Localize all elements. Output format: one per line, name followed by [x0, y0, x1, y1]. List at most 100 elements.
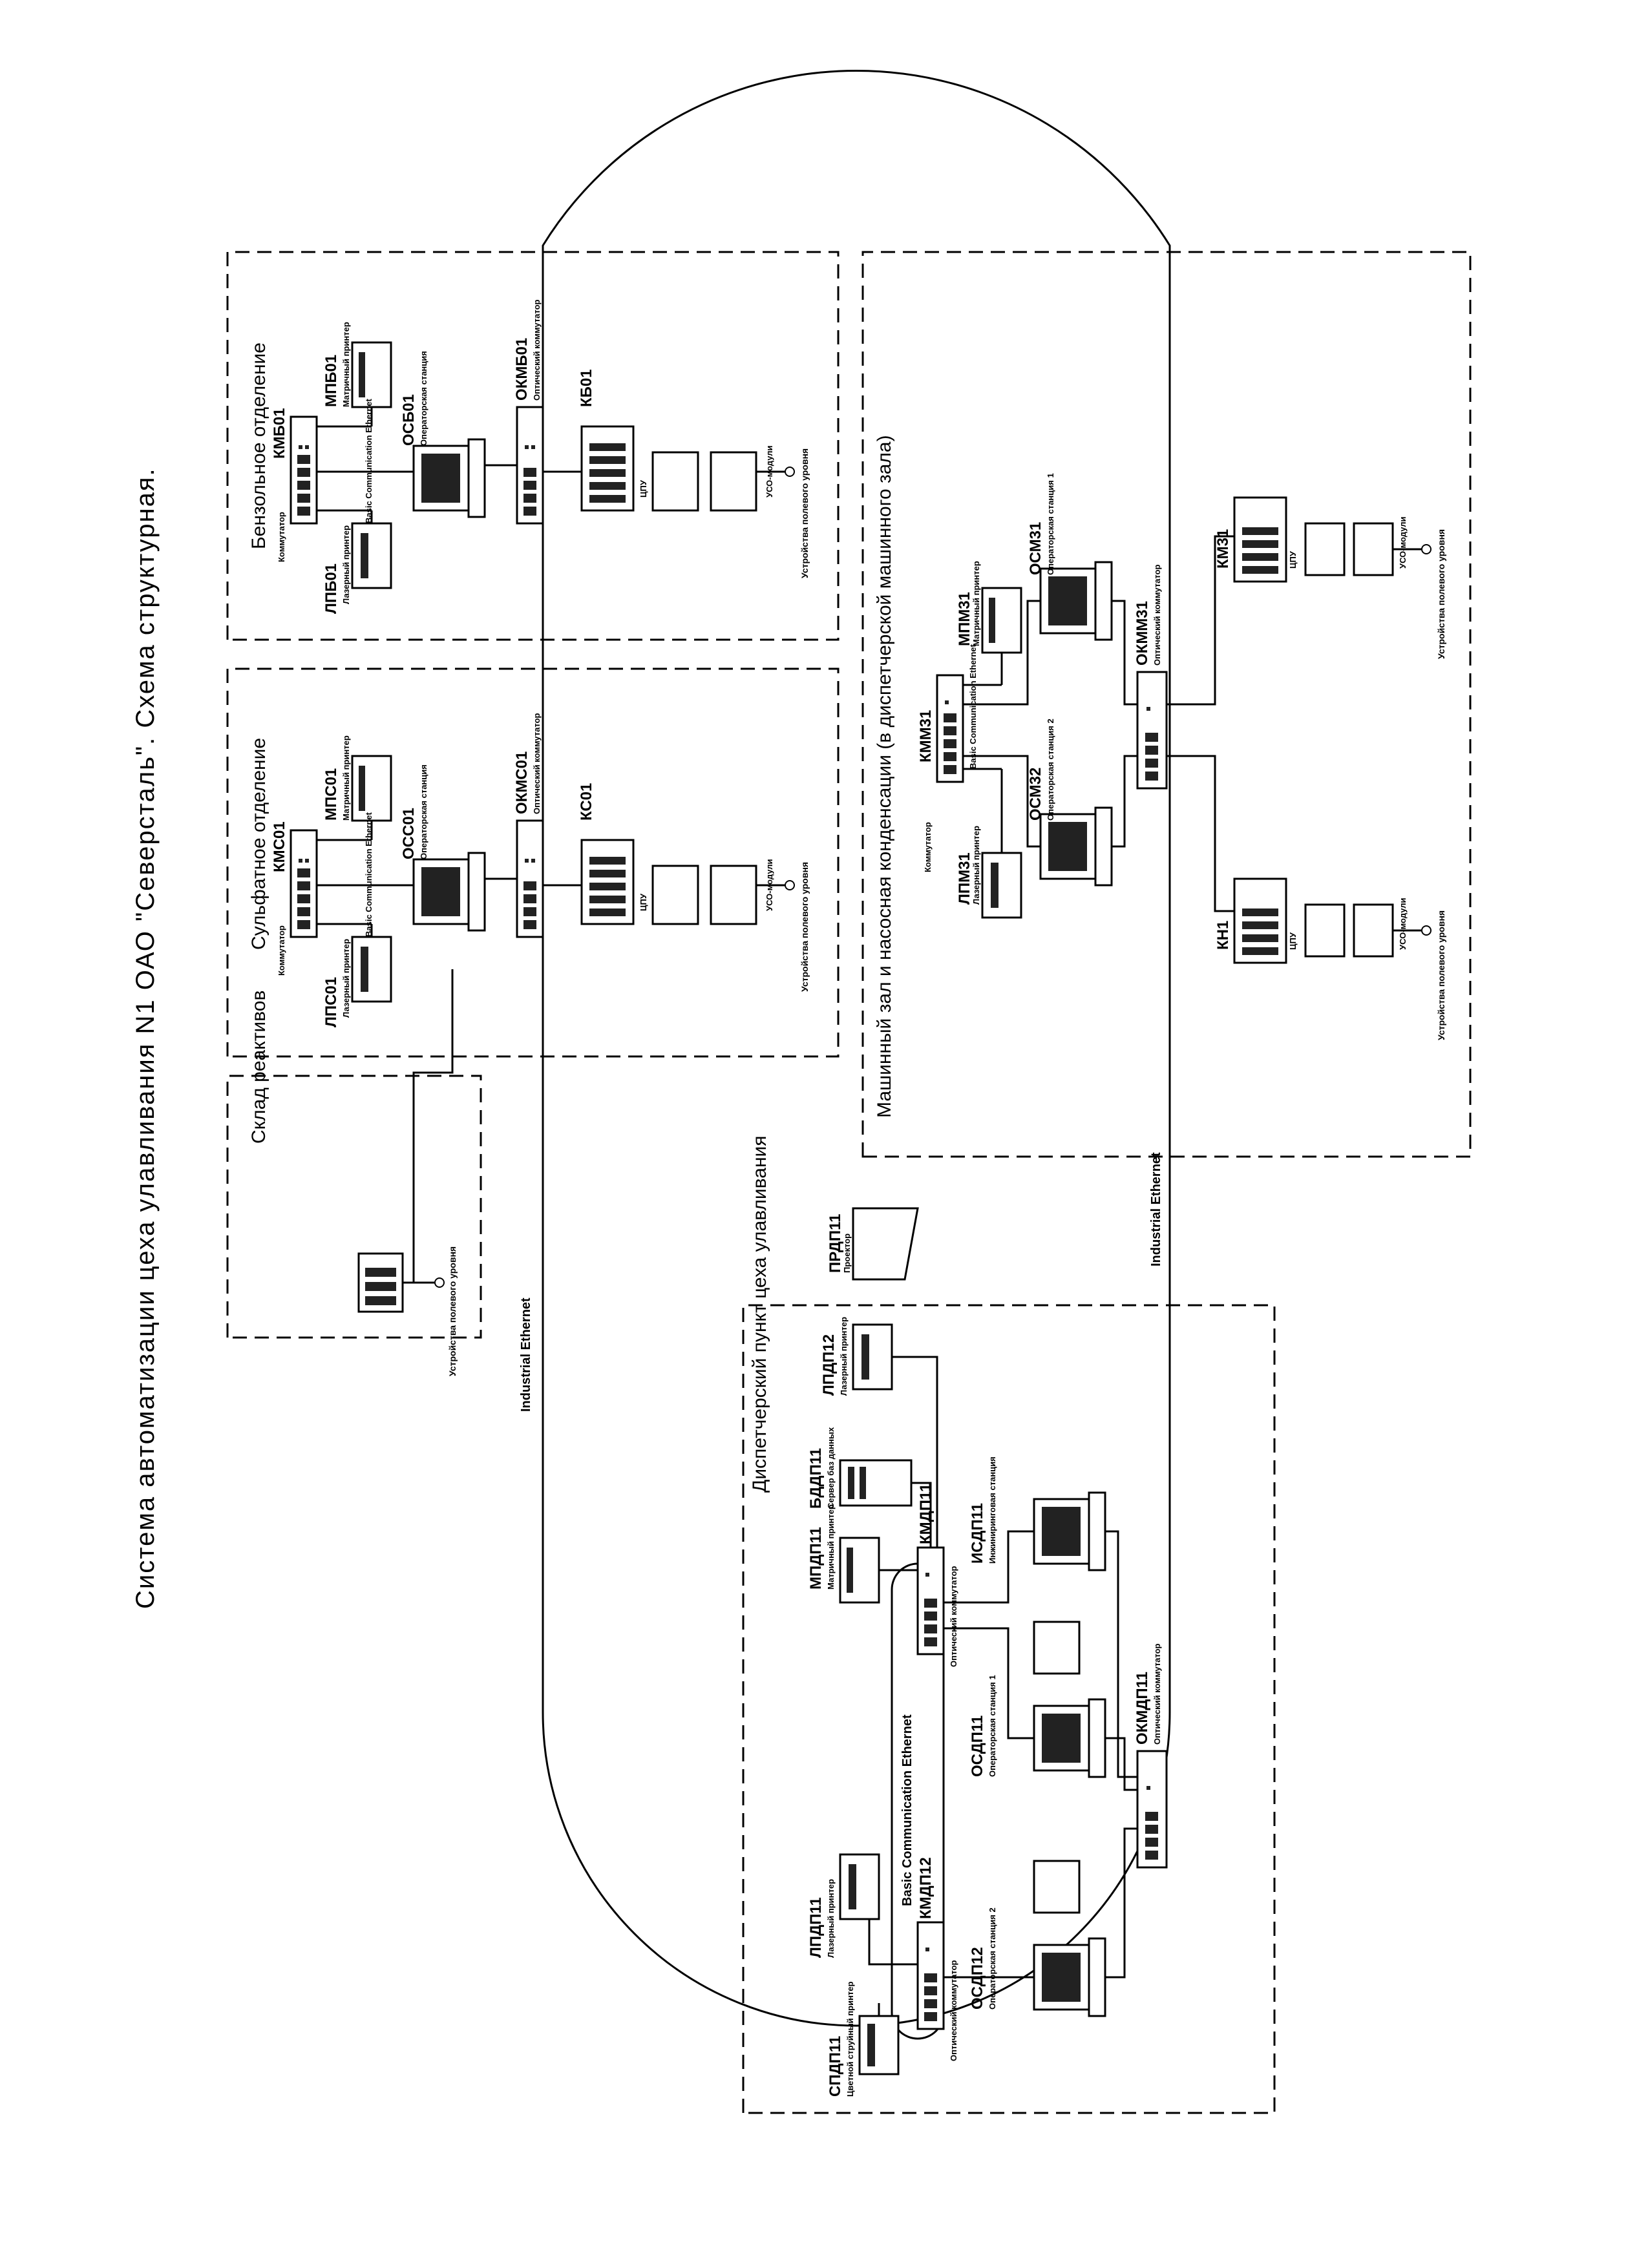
optical-switch-okmm31	[1136, 671, 1168, 790]
laser-printer-lpb01	[351, 522, 392, 589]
label-oss01: ОСС01	[400, 808, 417, 859]
laser-printer-lpdp11	[839, 1853, 880, 1920]
label-kn1-cpu: ЦПУ	[1288, 932, 1298, 950]
label-kmdp12-desc: Оптический коммутатор	[949, 1960, 958, 2061]
zone-dispatch-label: Диспетчерский пункт цеха улавливания	[749, 1135, 770, 1493]
laser-printer-lpm31	[981, 852, 1022, 919]
label-osb01-desc: Операторская станция	[419, 351, 428, 446]
label-okmb01-desc: Оптический коммутатор	[532, 299, 542, 401]
db-server-bddp11	[839, 1459, 913, 1507]
label-spdp11: СПДП11	[827, 2036, 844, 2097]
label-kmb01-desc: Коммутатор	[277, 512, 286, 562]
label-bddp11-desc: Сервер баз данных	[826, 1427, 836, 1509]
label-kmdp12: КМДП12	[917, 1857, 935, 1919]
label-kb01-cpu: ЦПУ	[639, 479, 648, 498]
label-osdp12-desc: Операторская станция 2	[988, 1907, 997, 2010]
basic-comm-ring-label-1: Basic Communication Ethernet	[900, 1714, 914, 1906]
optical-switch-okmdp11	[1136, 1750, 1168, 1869]
warehouse-field-device	[357, 1252, 404, 1313]
label-km31-field: Устройства полевого уровня	[1436, 529, 1446, 659]
switch-kmb01	[290, 415, 318, 525]
label-ks01: КС01	[578, 783, 595, 821]
label-lpdp12: ЛПДП12	[820, 1334, 838, 1396]
zone-warehouse-label: Склад реактивов	[248, 991, 269, 1144]
label-osm31: ОСМ31	[1027, 522, 1044, 575]
label-spdp11-desc: Цветной струйный принтер	[845, 1981, 855, 2097]
label-osdp11: ОСДП11	[969, 1716, 986, 1777]
zone-sulfate-label: Сульфатное отделение	[248, 738, 269, 950]
label-okmm31-desc: Оптический коммутатор	[1152, 564, 1162, 666]
controller-kb01	[580, 425, 635, 512]
label-lpm31-desc: Лазерный принтер	[971, 826, 981, 905]
label-km31-io: УСО-модули	[1398, 516, 1408, 569]
matrix-printer-mpdp11	[839, 1537, 880, 1604]
label-bddp11: БДДП11	[807, 1448, 825, 1509]
operator-station-osb01	[412, 438, 486, 518]
label-okms01-desc: Оптический коммутатор	[532, 713, 542, 814]
switch-kmdp12	[916, 1921, 945, 2030]
label-mpm31: МПМ31	[956, 592, 973, 646]
machine-basic-comm-label: Basic Communication Ethernet	[968, 644, 978, 769]
label-mps01: МПС01	[322, 768, 340, 821]
label-kn1-io: УСО-модули	[1398, 898, 1408, 950]
label-isdp11-desc: Инжиниринговая станция	[988, 1456, 997, 1564]
label-prdp11: ПРДП11	[827, 1214, 844, 1273]
label-kms01: КМС01	[271, 821, 288, 872]
label-mpb01: МПБ01	[322, 355, 340, 407]
switch-kmm31	[936, 674, 964, 783]
label-lps01: ЛПС01	[322, 977, 340, 1027]
label-km31: КМ31	[1214, 529, 1232, 569]
controller-kn1	[1233, 877, 1287, 964]
matrix-printer-mpb01	[351, 341, 392, 408]
label-sulfate-field: Устройства полевого уровня	[799, 862, 810, 992]
label-km31-cpu: ЦПУ	[1288, 551, 1298, 569]
zone-benzene-label: Бензольное отделение	[248, 342, 269, 549]
industrial-ethernet-label-1: Industrial Ethernet	[519, 1297, 533, 1412]
operator-station-osm32	[1039, 806, 1113, 887]
label-kn1-field: Устройства полевого уровня	[1436, 910, 1446, 1040]
label-okmdp11-desc: Оптический коммутатор	[1152, 1643, 1162, 1745]
matrix-printer-mps01	[351, 755, 392, 822]
io-modules-km31	[1304, 522, 1394, 576]
label-lpdp11: ЛПДП11	[807, 1897, 825, 1958]
label-lpb01: ЛПБ01	[322, 563, 340, 614]
label-kms01-desc: Коммутатор	[277, 925, 286, 976]
zone-machine-hall-label: Машинный зал и насосная конденсации (в д…	[874, 435, 895, 1118]
label-osm32-desc: Операторская станция 2	[1046, 719, 1055, 821]
switch-kmdp11	[916, 1546, 945, 1655]
sulfate-basic-comm-label: Basic Communication Ethernet	[364, 812, 374, 937]
optical-switch-okms01	[516, 819, 544, 938]
label-osdp12: ОСДП12	[969, 1947, 986, 2010]
projector-prdp11	[852, 1207, 919, 1281]
matrix-printer-mpm31	[981, 587, 1022, 654]
io-modules-kn1	[1304, 903, 1394, 958]
label-okmb01: ОКМБ01	[513, 338, 531, 401]
label-lpb01-desc: Лазерный принтер	[341, 525, 351, 604]
zone-sulfate-box	[226, 667, 840, 1058]
engineering-station-isdp11	[1033, 1491, 1106, 1571]
laser-printer-lpdp12	[852, 1323, 893, 1391]
io-modules-sulfate	[651, 865, 757, 925]
label-kb01: КБ01	[578, 369, 595, 407]
label-mpdp11-desc: Матричный принтер	[826, 1504, 836, 1590]
label-ks01-cpu: ЦПУ	[639, 893, 648, 911]
label-oss01-desc: Операторская станция	[419, 764, 428, 859]
label-benzene-field: Устройства полевого уровня	[799, 448, 810, 578]
controller-ks01	[580, 839, 635, 925]
label-okmm31: ОКММ31	[1134, 601, 1151, 666]
label-kmm31: КММ31	[917, 710, 935, 762]
zone-benzene-box	[226, 251, 840, 641]
optical-switch-okmb01	[516, 406, 544, 525]
label-kmm31-desc: Коммутатор	[923, 822, 933, 872]
label-isdp11: ИСДП11	[969, 1503, 986, 1564]
controller-km31	[1233, 496, 1287, 583]
zone-dispatch-box	[742, 1304, 1276, 2114]
warehouse-field-label: Устройства полевого уровня	[447, 1246, 458, 1376]
zone-warehouse-box	[226, 1075, 482, 1339]
label-kmdp11: КМДП11	[917, 1484, 935, 1544]
laser-printer-lps01	[351, 936, 392, 1003]
label-osm31-desc: Операторская станция 1	[1046, 473, 1055, 575]
